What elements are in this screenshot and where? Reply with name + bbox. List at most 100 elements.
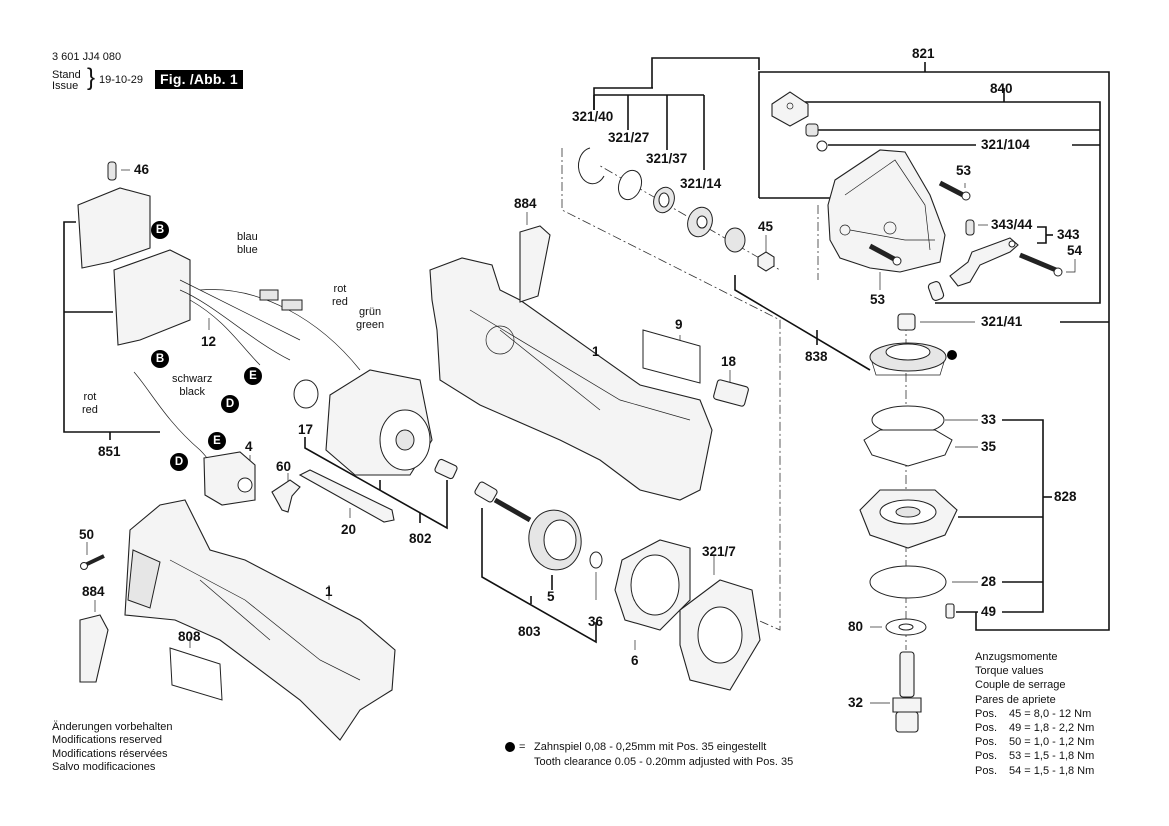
part-bearing-flange (859, 489, 958, 549)
torque-value: 54 = 1,5 - 1,8 Nm (1009, 764, 1095, 777)
label-36: 36 (588, 614, 604, 629)
part-bevel-gear-838 (869, 342, 957, 376)
label-343: 343 (1057, 227, 1080, 242)
notice-line-es: Salvo modificaciones (52, 760, 156, 773)
wire-red1-en: red (332, 296, 348, 308)
label-821: 821 (912, 46, 935, 61)
label-840: 840 (990, 81, 1013, 96)
wire-label-red-2: rot red (82, 391, 98, 417)
label-45: 45 (758, 219, 774, 234)
torque-value: 50 = 1,0 - 1,2 Nm (1009, 736, 1095, 749)
part-321-27-seal (617, 169, 643, 201)
torque-value: 49 = 1,8 - 2,2 Nm (1009, 722, 1095, 735)
label-838: 838 (805, 349, 828, 364)
connector-d-switch: D (170, 453, 188, 471)
part-28-oring (869, 565, 947, 599)
bracket-821-left (651, 57, 760, 88)
torque-pos-label: Pos. (975, 750, 998, 763)
part-12-wire-harness (179, 279, 361, 371)
bracket-803 (481, 508, 597, 644)
label-32: 32 (848, 695, 864, 710)
part-pinion (724, 227, 746, 253)
filled-dot-icon (505, 742, 515, 752)
torque-title-es: Pares de apriete (975, 693, 1056, 706)
part-lock-pin (927, 281, 945, 301)
part-321-40-circlip (578, 147, 605, 185)
wire-label-red-1: rot red (332, 283, 348, 309)
label-321-14: 321/14 (680, 176, 722, 191)
notice-line-de: Änderungen vorbehalten (52, 721, 173, 733)
modifications-notice: Änderungen vorbehalten Modifications res… (52, 721, 172, 774)
wire-label-blue: blau blue (237, 231, 258, 257)
label-33: 33 (981, 412, 997, 427)
connector-b-top: B (151, 221, 169, 239)
bracket-lines (63, 57, 1110, 704)
wire-red1-de: rot (333, 283, 347, 295)
part-884-vent-bottom (79, 614, 109, 683)
torque-pos-label: Pos. (975, 707, 998, 720)
label-49: 49 (981, 604, 997, 619)
label-321-40: 321/40 (572, 109, 614, 124)
part-1-housing-shell (429, 257, 713, 501)
document-number: 3 601 JJ4 080 (52, 51, 122, 63)
label-54: 54 (1067, 243, 1083, 258)
part-20-wrench (298, 469, 395, 523)
wire-green-en: green (356, 319, 385, 331)
connector-d-wire: D (221, 395, 239, 413)
label-60: 60 (276, 459, 292, 474)
connector-e-wire: E (244, 367, 262, 385)
label-321-37: 321/37 (646, 151, 688, 166)
part-808-label (169, 647, 223, 701)
label-851: 851 (98, 444, 121, 459)
label-321-27: 321/27 (608, 130, 650, 145)
notice-line-en: Modifications reserved (52, 734, 163, 747)
clearance-text: Zahnspiel 0,08 - 0,25mm mit Pos. 35 eing… (534, 740, 793, 770)
clearance-line-en: Tooth clearance 0.05 - 0.20mm adjusted w… (534, 756, 794, 768)
label-4: 4 (245, 439, 253, 454)
part-46-spring (107, 161, 117, 181)
wire-label-black: schwarz black (172, 373, 212, 399)
torque-pos-label: Pos. (975, 764, 998, 777)
label-828: 828 (1054, 489, 1077, 504)
bracket-828 (1002, 419, 1044, 613)
part-343-44-spring (965, 219, 975, 236)
label-808: 808 (178, 629, 201, 644)
label-802: 802 (409, 531, 432, 546)
torque-value: 45 = 8,0 - 12 Nm (1009, 707, 1092, 720)
stand-issue-label: Stand Issue (52, 70, 81, 92)
label-884-bottom: 884 (82, 584, 105, 599)
wire-red2-en: red (82, 404, 98, 416)
torque-title-en: Torque values (975, 665, 1044, 678)
connector-e-switch: E (208, 432, 226, 450)
label-803: 803 (518, 624, 541, 639)
part-coupling (434, 458, 458, 480)
part-5-gear (528, 509, 582, 571)
equals-sign: = (519, 741, 526, 753)
part-321-37-bearing (653, 186, 675, 214)
torque-title-fr: Couple de serrage (975, 679, 1066, 692)
part-50-screw (80, 554, 105, 570)
leader-54 (1066, 259, 1076, 273)
issue-label: Issue (52, 80, 79, 92)
label-884-top: 884 (514, 196, 537, 211)
connector-b-bottom: B (151, 350, 169, 368)
label-1-top: 1 (592, 344, 600, 359)
label-46: 46 (134, 162, 150, 177)
wire-label-green: grün green (356, 306, 384, 332)
wire-black-en: black (179, 386, 206, 398)
label-50: 50 (79, 527, 95, 542)
axis-gearbox-left (561, 148, 781, 631)
part-53-screw-top (938, 180, 971, 201)
label-9: 9 (675, 317, 683, 332)
label-12: 12 (201, 334, 217, 349)
label-35: 35 (981, 439, 997, 454)
part-884-vent-top (519, 225, 551, 303)
wire-blue-de: blau (237, 231, 258, 243)
wire-green-de: grün (359, 306, 382, 318)
label-53-bottom: 53 (870, 292, 886, 307)
clearance-line-de: Zahnspiel 0,08 - 0,25mm mit Pos. 35 eing… (534, 741, 767, 753)
wire-red2-de: rot (83, 391, 97, 403)
part-9-label (642, 329, 701, 384)
part-321-104-oring (816, 140, 828, 152)
